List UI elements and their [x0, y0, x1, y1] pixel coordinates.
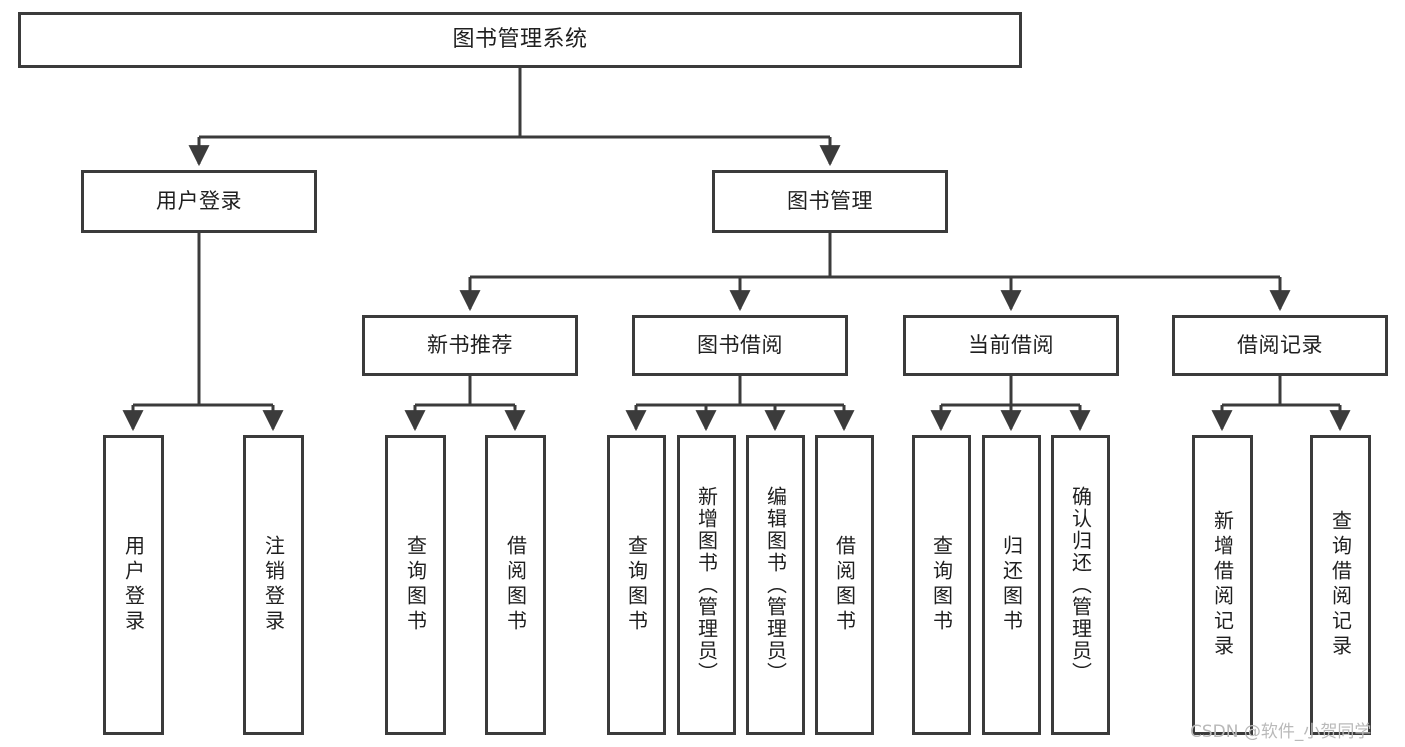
node-leaf-confirm-return-admin-label: 确认归还（管理员） [1068, 486, 1093, 684]
node-leaf-logout-login-label: 注销登录 [261, 535, 286, 635]
node-new-book-recommend[interactable]: 新书推荐 [362, 315, 578, 376]
node-leaf-add-book-admin-label: 新增图书（管理员） [694, 486, 719, 684]
node-borrow-record-label: 借阅记录 [1237, 332, 1323, 357]
node-book-borrow[interactable]: 图书借阅 [632, 315, 848, 376]
node-leaf-add-borrow-record[interactable]: 新增借阅记录 [1192, 435, 1253, 735]
node-leaf-query-book-1-label: 查询图书 [403, 535, 428, 635]
node-book-borrow-label: 图书借阅 [697, 332, 783, 357]
node-leaf-edit-book-admin[interactable]: 编辑图书（管理员） [746, 435, 805, 735]
node-leaf-borrow-book-2[interactable]: 借阅图书 [815, 435, 874, 735]
node-leaf-query-borrow-record[interactable]: 查询借阅记录 [1310, 435, 1371, 735]
node-root-label: 图书管理系统 [452, 26, 588, 52]
node-borrow-record[interactable]: 借阅记录 [1172, 315, 1388, 376]
node-leaf-user-login[interactable]: 用户登录 [103, 435, 164, 735]
node-book-manage[interactable]: 图书管理 [712, 170, 948, 233]
node-leaf-add-borrow-record-label: 新增借阅记录 [1210, 510, 1235, 660]
node-leaf-query-book-3[interactable]: 查询图书 [912, 435, 971, 735]
node-leaf-query-book-1[interactable]: 查询图书 [385, 435, 446, 735]
node-leaf-confirm-return-admin[interactable]: 确认归还（管理员） [1051, 435, 1110, 735]
node-root[interactable]: 图书管理系统 [18, 12, 1022, 68]
node-user-login-label: 用户登录 [156, 188, 242, 213]
node-leaf-query-book-2-label: 查询图书 [624, 535, 649, 635]
node-leaf-query-book-2[interactable]: 查询图书 [607, 435, 666, 735]
node-current-borrow-label: 当前借阅 [968, 332, 1054, 357]
node-leaf-logout-login[interactable]: 注销登录 [243, 435, 304, 735]
node-leaf-return-book[interactable]: 归还图书 [982, 435, 1041, 735]
node-current-borrow[interactable]: 当前借阅 [903, 315, 1119, 376]
node-leaf-borrow-book-1[interactable]: 借阅图书 [485, 435, 546, 735]
node-leaf-borrow-book-2-label: 借阅图书 [832, 535, 857, 635]
csdn-watermark: CSDN @软件_小贺同学 [1190, 722, 1372, 742]
node-leaf-query-book-3-label: 查询图书 [929, 535, 954, 635]
node-new-book-recommend-label: 新书推荐 [427, 332, 513, 357]
node-leaf-borrow-book-1-label: 借阅图书 [503, 535, 528, 635]
node-book-manage-label: 图书管理 [787, 188, 873, 213]
node-leaf-user-login-label: 用户登录 [121, 535, 146, 635]
node-leaf-add-book-admin[interactable]: 新增图书（管理员） [677, 435, 736, 735]
node-user-login[interactable]: 用户登录 [81, 170, 317, 233]
node-leaf-edit-book-admin-label: 编辑图书（管理员） [763, 486, 788, 684]
node-leaf-return-book-label: 归还图书 [999, 535, 1024, 635]
node-leaf-query-borrow-record-label: 查询借阅记录 [1328, 510, 1353, 660]
